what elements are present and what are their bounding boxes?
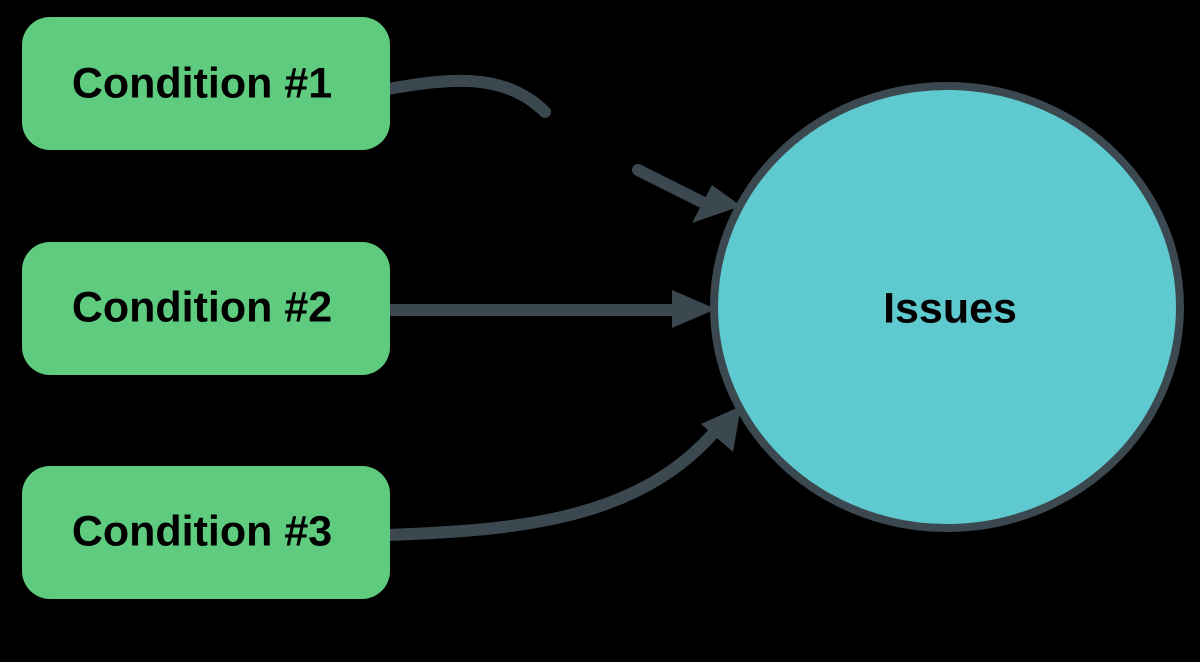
condition-box-3-shape — [22, 466, 390, 599]
connector-condition-1-start-segment — [382, 74, 551, 118]
connector-condition-3 — [382, 406, 741, 541]
connector-condition-1-arrowhead — [692, 185, 741, 223]
connector-condition-3-line — [382, 422, 724, 541]
condition-2-label: Condition #2 — [72, 283, 332, 331]
condition-box-2-shape — [22, 242, 390, 375]
condition-box-3: Condition #3 — [22, 466, 390, 599]
connector-condition-1 — [382, 74, 741, 223]
issues-label: Issues — [883, 284, 1017, 332]
condition-box-1-shape — [22, 17, 390, 150]
connector-condition-1-end-segment — [632, 164, 708, 208]
condition-1-label: Condition #1 — [72, 59, 332, 107]
connector-condition-2-arrowhead — [672, 290, 716, 328]
condition-3-label: Condition #3 — [72, 507, 332, 555]
connector-condition-3-arrowhead — [701, 406, 741, 452]
condition-box-1: Condition #1 — [22, 17, 390, 150]
issues-circle — [710, 82, 1184, 532]
connector-condition-2 — [382, 290, 716, 328]
issues-node: Issues — [710, 82, 1184, 532]
condition-box-2: Condition #2 — [22, 242, 390, 375]
